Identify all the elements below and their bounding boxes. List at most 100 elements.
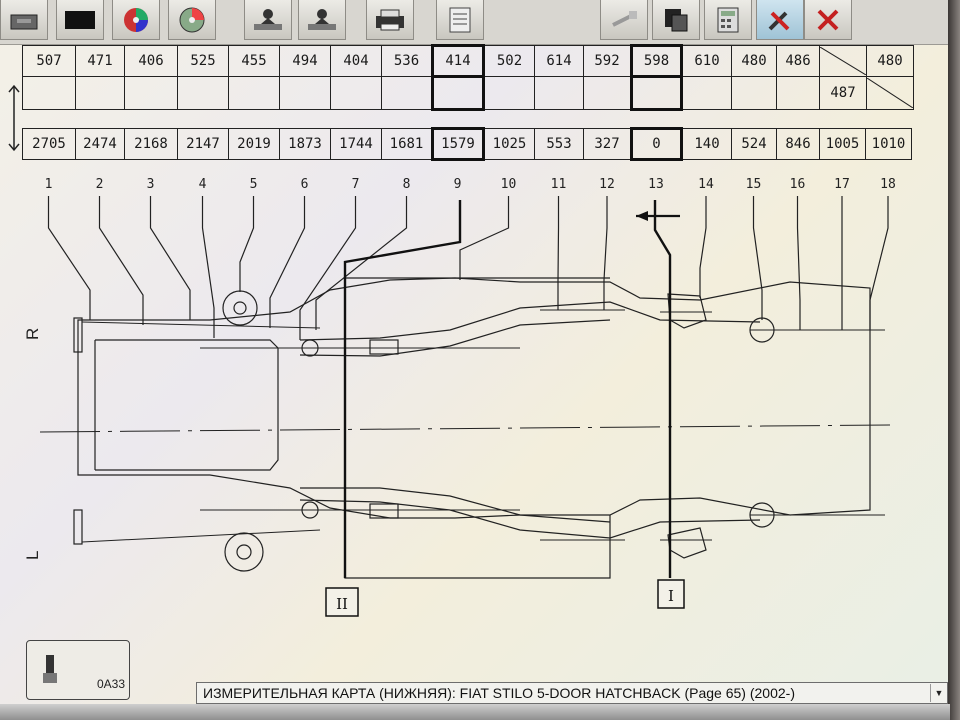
leader-line [149,196,191,320]
settings-button[interactable] [756,0,804,40]
height-cell: 404 [330,45,382,77]
distance-cell: 1873 [279,128,331,160]
height-cell: 598 [630,44,683,78]
measure-2-button[interactable] [298,0,346,40]
height-cell: 494 [279,45,331,77]
distance-cell: 2705 [22,128,76,160]
cd-icon [179,7,205,32]
distance-cell: 2019 [228,128,280,160]
height-diagonal-cell [866,76,914,110]
height-sub-cell [681,76,732,110]
side-label-right: R [23,328,42,340]
centre-line [39,424,891,433]
folder-button[interactable] [56,0,104,40]
height-sub-cell [776,76,820,110]
column-number: 6 [301,177,309,192]
chevron-down-icon[interactable]: ▼ [930,684,947,702]
file-button[interactable] [0,0,48,40]
column-number: 10 [501,177,517,192]
column-number: 2 [96,177,104,192]
column-number: 17 [834,177,850,192]
toolbar [0,0,950,45]
height-cell: 406 [124,45,178,77]
height-sub-cell [483,76,535,110]
leader-line [557,196,560,310]
distance-cell: 1010 [865,128,912,160]
height-arrow-icon [8,84,20,152]
column-number: 4 [199,177,207,192]
height-sub-cell [731,76,777,110]
report-button[interactable] [436,0,484,40]
height-sub-cell [630,75,683,111]
height-sub-cell [431,75,485,111]
section-box-right [657,579,685,609]
measure-1-button[interactable] [244,0,292,40]
measure-points [81,309,885,543]
distance-cell: 0 [630,127,683,161]
close-button[interactable] [804,0,852,40]
height-extra-top-cell: 480 [866,45,914,77]
status-bar[interactable]: ИЗМЕРИТЕЛЬНАЯ КАРТА (НИЖНЯЯ): FIAT STILO… [196,682,948,704]
column-number: 3 [147,177,155,192]
section-label-right: I [668,587,674,605]
height-cell: 471 [75,45,125,77]
leader-line [239,196,255,292]
column-number: 16 [790,177,806,192]
height-cell: 502 [483,45,535,77]
distance-cell: 1005 [819,128,866,160]
column-number: 11 [551,177,567,192]
leader-line [315,196,408,330]
distance-cell: 1744 [330,128,382,160]
leader-line [47,196,91,320]
height-sub-cell [228,76,280,110]
calculator-button[interactable] [704,0,752,40]
distance-cell: 2474 [75,128,125,160]
printer-icon [376,9,404,30]
side-panel-text: 0A33 [97,677,126,691]
leader-line [98,196,144,325]
height-cell: 614 [534,45,584,77]
height-extra-bottom-cell: 487 [819,76,867,110]
distance-cell: 2147 [177,128,229,160]
operator-icon [254,8,282,30]
height-cell: 486 [776,45,820,77]
column-number: 1 [45,177,53,192]
height-diagonal-cell [819,45,867,77]
height-cell: 536 [381,45,433,77]
cd-button[interactable] [168,0,216,40]
operator-icon [308,8,336,30]
height-cell: 414 [431,44,485,78]
distance-cell: 846 [776,128,820,160]
leader-line [869,196,889,330]
copy-button[interactable] [652,0,700,40]
height-sub-cell [124,76,178,110]
column-number: 7 [352,177,360,192]
black-box-icon [65,10,95,29]
print-button[interactable] [366,0,414,40]
color-disc-button[interactable] [112,0,160,40]
height-cell: 455 [228,45,280,77]
column-number: 18 [880,177,896,192]
distance-cell: 1579 [431,127,485,161]
height-sub-cell [534,76,584,110]
side-panel[interactable]: 0A33 [26,640,130,700]
side-label-left: L [23,551,42,560]
tools-light-button[interactable] [600,0,648,40]
leader-line [459,196,510,280]
section-box-left [325,587,359,617]
distance-cell: 2168 [124,128,178,160]
leader-line [603,196,608,310]
height-sub-cell [583,76,632,110]
distance-cell: 524 [731,128,777,160]
taskbar [0,704,950,720]
copy-icon [665,8,688,31]
calculator-icon [717,7,739,32]
document-icon [449,7,471,32]
leader-line [796,196,801,330]
